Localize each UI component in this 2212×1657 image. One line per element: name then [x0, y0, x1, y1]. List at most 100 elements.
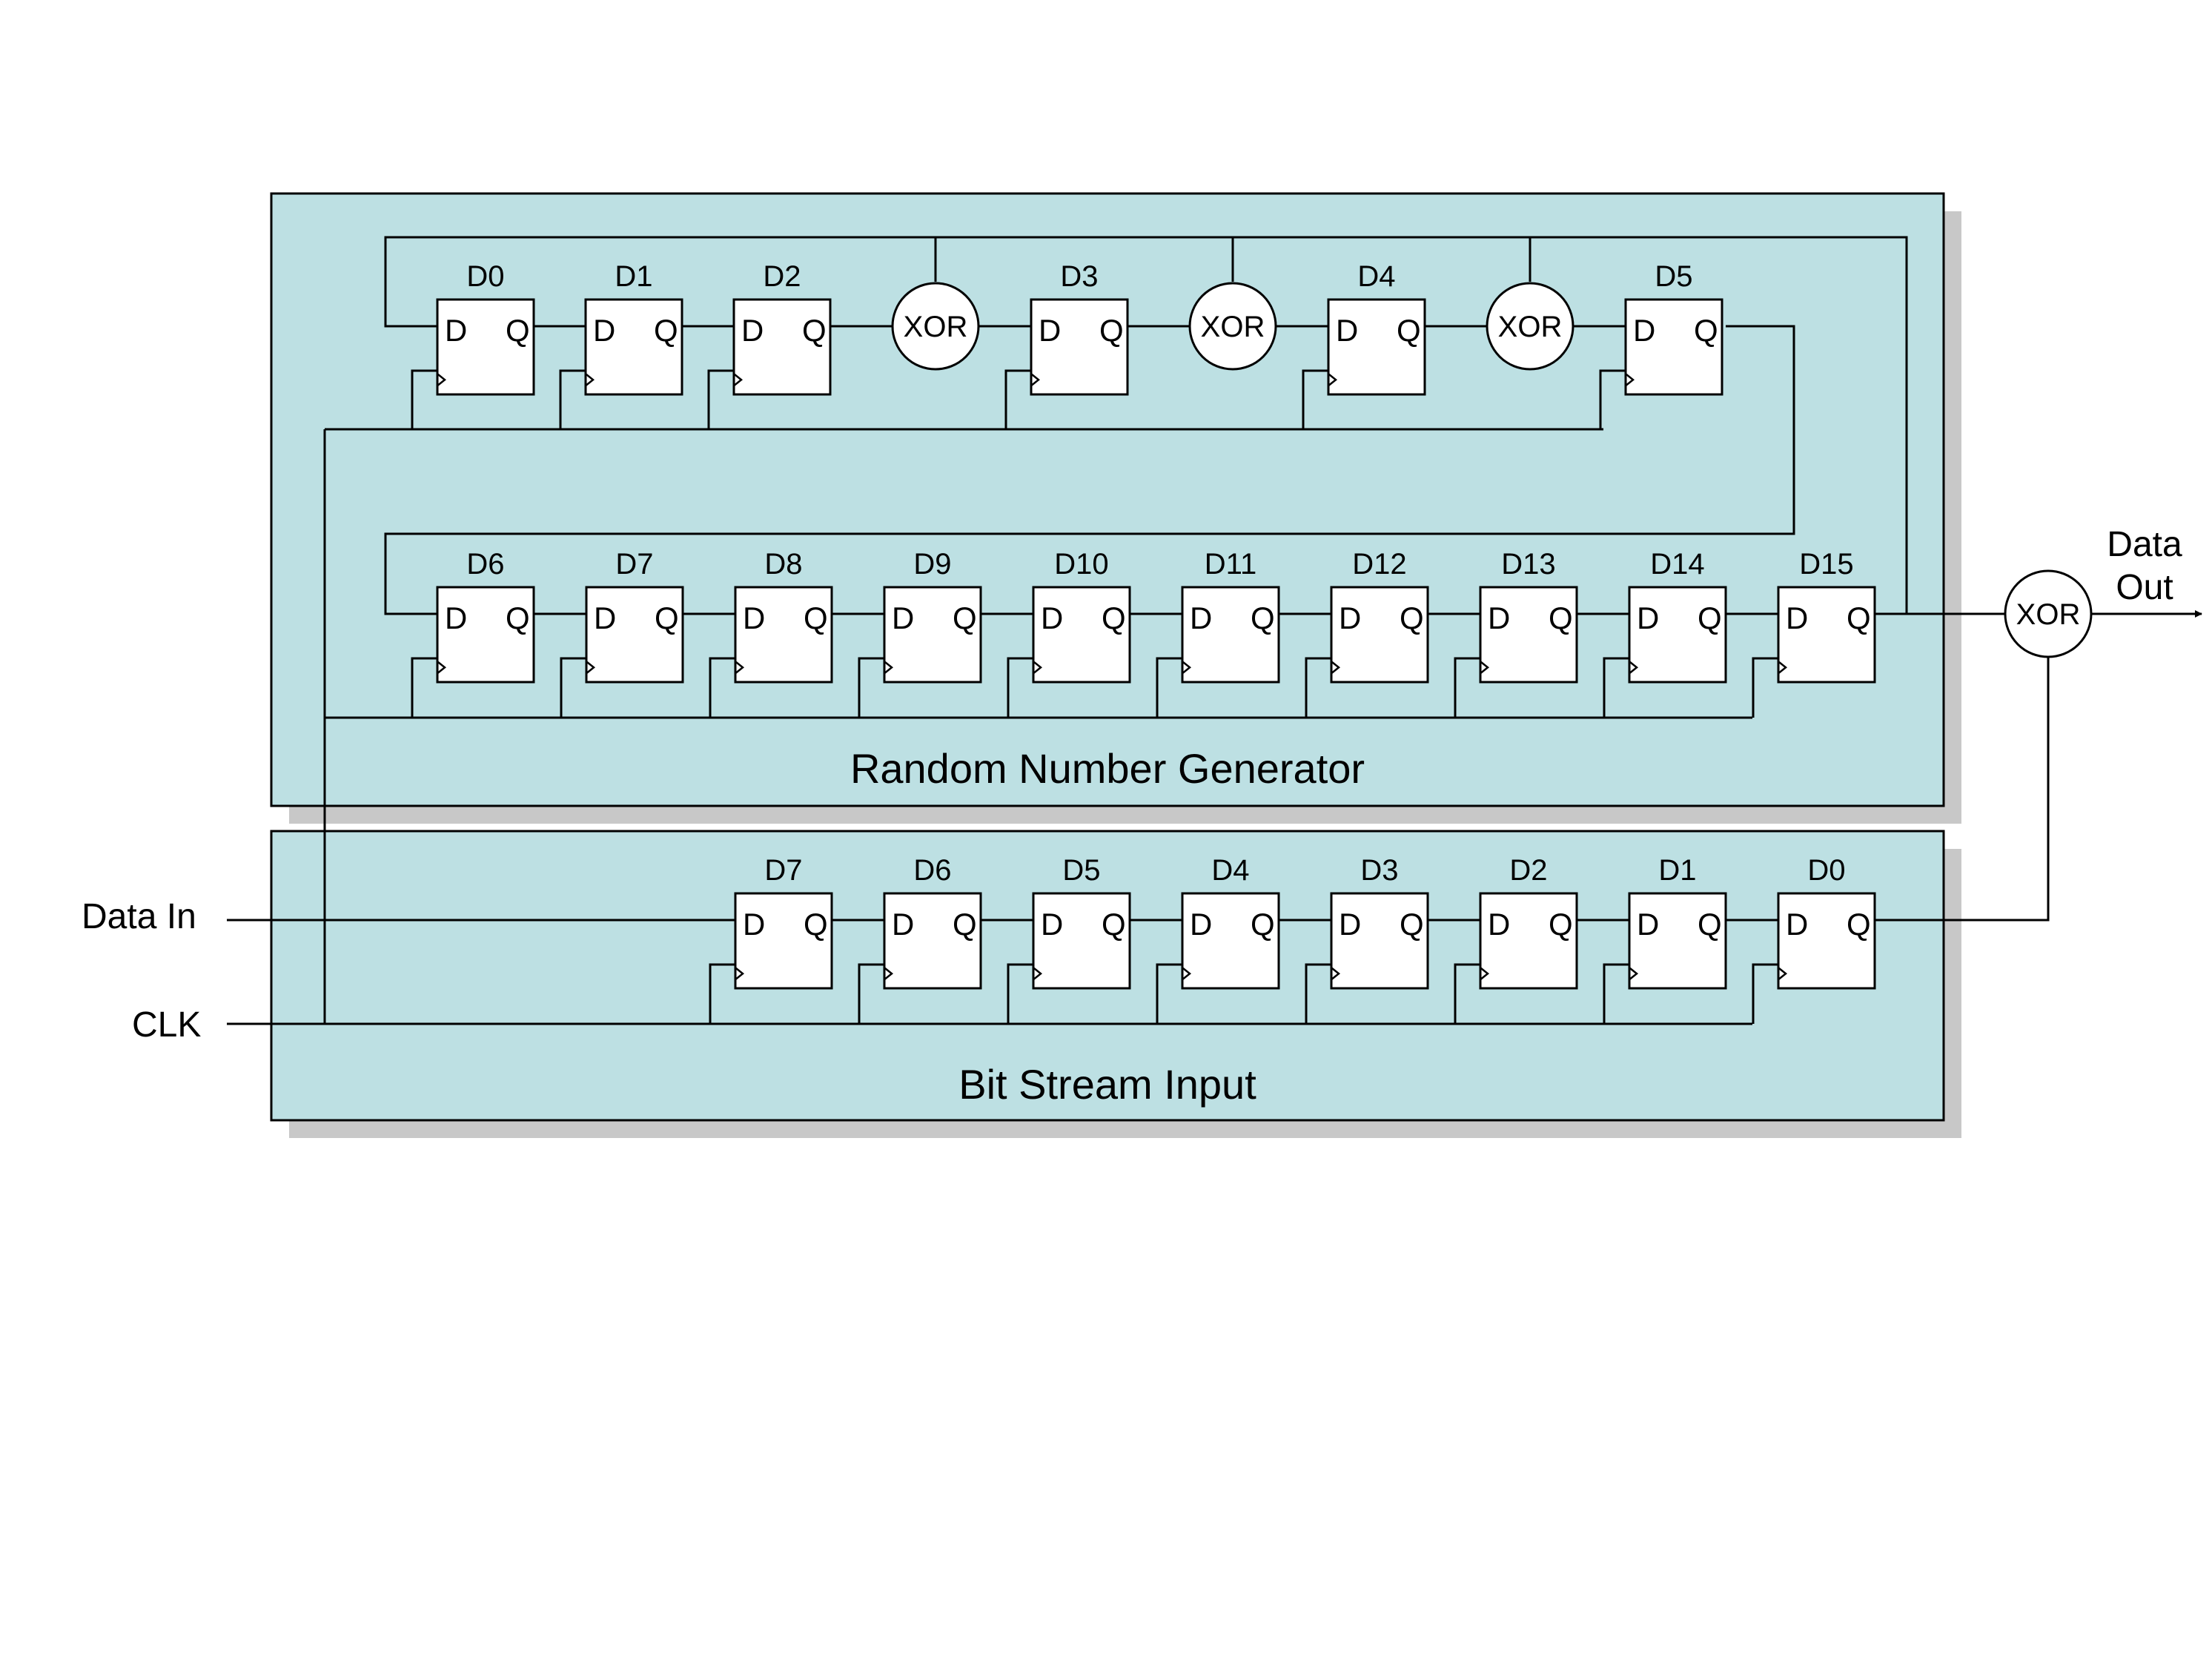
- d-pin-label: D: [1041, 907, 1063, 942]
- register-label: D10: [1054, 548, 1108, 581]
- clock-edge-icon: [1033, 967, 1043, 981]
- q-pin-label: Q: [654, 313, 678, 348]
- flip-flop-box: [1777, 892, 1876, 990]
- flip-flop-box: [1032, 892, 1131, 990]
- flip-flop-box: [1628, 892, 1727, 990]
- clock-edge-icon: [1328, 373, 1338, 387]
- flip-flop-box: [1327, 298, 1426, 396]
- clock-edge-icon: [1030, 373, 1041, 387]
- clock-edge-icon: [1331, 661, 1341, 675]
- register-label: D0: [466, 260, 504, 293]
- clock-wire: [1305, 963, 1331, 1024]
- clock-edge-icon: [1778, 661, 1788, 675]
- flip-flop-box: [883, 586, 982, 684]
- xor-gate-2: XOR: [1188, 282, 1277, 371]
- clock-wire: [1004, 369, 1031, 429]
- q-pin-label: Q: [1847, 907, 1871, 942]
- register-label: D5: [1655, 260, 1692, 293]
- xor-circle: [1188, 282, 1277, 371]
- clock-wire: [1156, 657, 1182, 718]
- register-label: D14: [1650, 548, 1704, 581]
- clock-edge-icon: [1331, 967, 1341, 981]
- rng-panel: [270, 192, 1961, 824]
- d-pin-label: D: [1786, 907, 1808, 942]
- q-pin-label: Q: [1400, 907, 1424, 942]
- wiring: [227, 236, 2202, 1025]
- clock-wire: [411, 657, 437, 718]
- d-pin-label: D: [743, 907, 765, 942]
- xor-gate-output: XOR: [2004, 569, 2093, 658]
- d-pin-label: D: [1637, 907, 1659, 942]
- q-pin-label: Q: [1251, 601, 1275, 635]
- register-label: D2: [763, 260, 801, 293]
- d-pin-label: D: [1633, 313, 1655, 348]
- flip-flop-box: [1330, 586, 1429, 684]
- q-pin-label: Q: [506, 313, 530, 348]
- clock-edge-icon: [1480, 661, 1490, 675]
- q-pin-label: Q: [804, 601, 828, 635]
- clock-edge-icon: [585, 373, 595, 387]
- xor-gate-3: XOR: [1486, 282, 1574, 371]
- flip-flop-box: [1479, 892, 1578, 990]
- clock-wire: [411, 369, 437, 429]
- d-pin-label: D: [892, 907, 914, 942]
- clock-edge-icon: [884, 661, 894, 675]
- clock-edge-icon: [437, 373, 447, 387]
- clock-wire: [1156, 963, 1182, 1024]
- clock-wire: [1305, 657, 1331, 718]
- d-pin-label: D: [1488, 601, 1510, 635]
- q-pin-label: Q: [1397, 313, 1421, 348]
- register-label: D7: [764, 854, 802, 887]
- d-pin-label: D: [1488, 907, 1510, 942]
- flip-flop-box: [584, 298, 683, 396]
- clock-edge-icon: [733, 373, 744, 387]
- clock-edge-icon: [1778, 967, 1788, 981]
- q-pin-label: Q: [1549, 601, 1573, 635]
- clock-edge-icon: [884, 967, 894, 981]
- d-pin-label: D: [1339, 601, 1361, 635]
- flip-flop-box: [1181, 892, 1280, 990]
- flip-flop-box: [1032, 586, 1131, 684]
- rng-title: Random Number Generator: [850, 745, 1365, 792]
- xor-label: XOR: [1201, 311, 1265, 343]
- clock-edge-icon: [586, 661, 596, 675]
- flip-flop-box: [1330, 892, 1429, 990]
- clock-wire: [858, 963, 884, 1024]
- data-in-label: Data In: [82, 897, 196, 936]
- q-pin-label: Q: [802, 313, 827, 348]
- d-pin-label: D: [1039, 313, 1061, 348]
- feedback-bus: [384, 236, 1908, 614]
- d-pin-label: D: [445, 601, 467, 635]
- d-pin-label: D: [1786, 601, 1808, 635]
- clock-wire: [1752, 657, 1778, 718]
- q-pin-label: Q: [506, 601, 530, 635]
- register-label: D4: [1211, 854, 1249, 887]
- register-label: D1: [615, 260, 652, 293]
- clock-wire: [1454, 963, 1480, 1024]
- clock-wire: [1454, 657, 1480, 718]
- flip-flop-box: [585, 586, 684, 684]
- d-pin-label: D: [743, 601, 765, 635]
- flip-flop-box: [732, 298, 832, 396]
- xor-label: XOR: [1498, 311, 1563, 343]
- clock-wire: [559, 369, 586, 429]
- clock-wire: [1603, 657, 1629, 718]
- flip-flop-box: [1030, 298, 1129, 396]
- clock-edge-icon: [1629, 967, 1639, 981]
